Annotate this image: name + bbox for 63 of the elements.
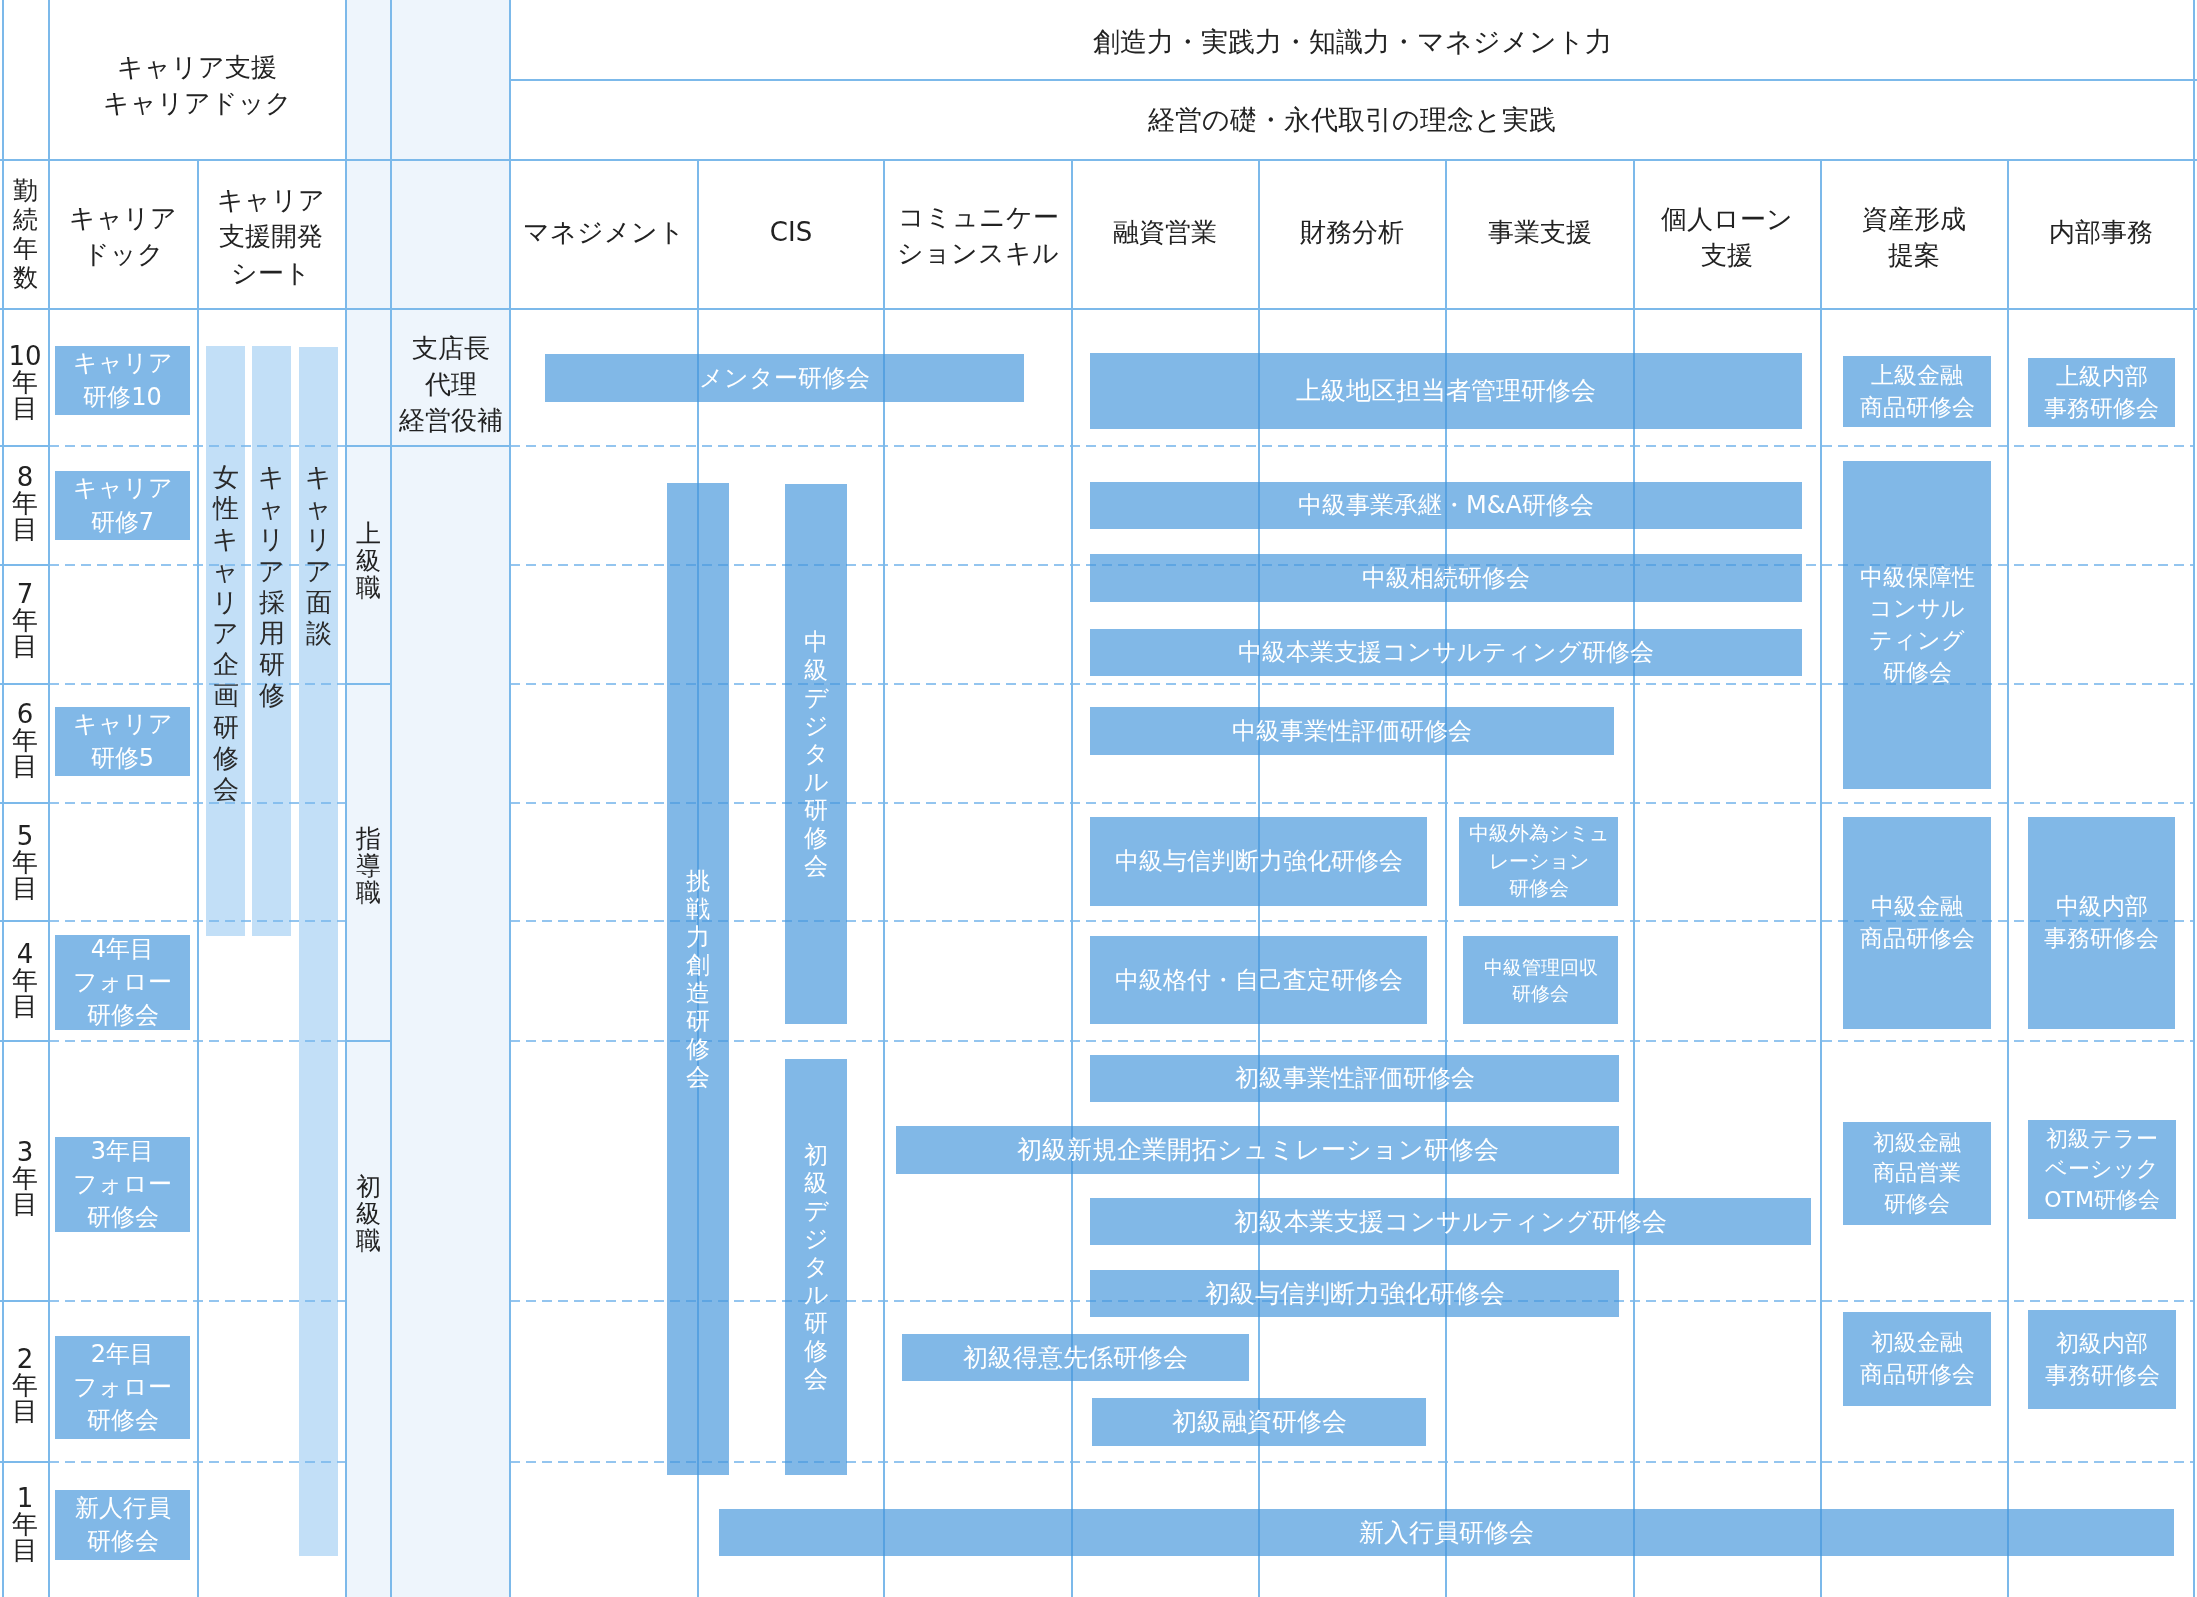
course-bar: 中級与信判断力強化研修会 bbox=[1090, 817, 1427, 906]
column-header: マネジメント bbox=[523, 217, 685, 249]
column-header: 内部事務 bbox=[2049, 217, 2153, 249]
course-bar: 中級事業性評価研修会 bbox=[1090, 707, 1614, 755]
course-bar: 初級内部事務研修会 bbox=[2028, 1310, 2176, 1409]
course-bar: 上級内部事務研修会 bbox=[2028, 358, 2175, 427]
course-bar: 中級本業支援コンサルティング研修会 bbox=[1090, 629, 1802, 676]
course-bar: キャリア研修5 bbox=[55, 707, 190, 776]
column-header: 財務分析 bbox=[1300, 217, 1404, 249]
column-header: 勤続年数 bbox=[12, 176, 38, 292]
course-bar: 初級金融商品営業研修会 bbox=[1843, 1122, 1991, 1225]
year-label: 1年目 bbox=[12, 1485, 38, 1563]
course-bar: 中級事業承継・M&A研修会 bbox=[1090, 482, 1802, 529]
course-bar: 中級管理回収研修会 bbox=[1463, 936, 1618, 1024]
course-bar: メンター研修会 bbox=[545, 354, 1024, 402]
grade-label: 指導職 bbox=[355, 824, 381, 906]
course-bar: 初級融資研修会 bbox=[1092, 1398, 1426, 1446]
program-bar: 女性キャリア企画研修会 bbox=[206, 346, 245, 936]
course-bar: 初級事業性評価研修会 bbox=[1090, 1055, 1619, 1102]
course-bar: 中級デジタル研修会 bbox=[785, 484, 847, 1024]
column-header: キャリアドック bbox=[69, 201, 177, 271]
course-bar: 初級デジタル研修会 bbox=[785, 1059, 847, 1475]
column-header: コミュニケーションスキル bbox=[897, 200, 1059, 270]
course-bar: キャリア研修7 bbox=[55, 471, 190, 540]
course-bar: 4年目フォロー研修会 bbox=[55, 935, 190, 1030]
course-bar: 初級金融商品研修会 bbox=[1843, 1312, 1991, 1406]
course-bar: キャリア研修10 bbox=[55, 346, 190, 415]
column-header: 事業支援 bbox=[1488, 217, 1592, 249]
course-bar: 上級金融商品研修会 bbox=[1843, 356, 1991, 427]
course-bar: 中級保障性コンサルティング研修会 bbox=[1843, 461, 1991, 789]
column-header: CIS bbox=[769, 217, 813, 249]
course-bar: 中級内部事務研修会 bbox=[2028, 817, 2175, 1029]
course-bar: 2年目フォロー研修会 bbox=[55, 1336, 190, 1439]
position-label: 支店長代理経営役補 bbox=[399, 332, 503, 437]
section-heading: キャリア支援キャリアドック bbox=[102, 50, 292, 120]
course-bar: 初級本業支援コンサルティング研修会 bbox=[1090, 1198, 1811, 1245]
course-bar: 中級外為シミュレーション研修会 bbox=[1459, 817, 1618, 906]
year-label: 8年目 bbox=[12, 464, 38, 542]
section-heading: 経営の礎・永代取引の理念と実践 bbox=[1148, 103, 1556, 137]
course-bar: 上級地区担当者管理研修会 bbox=[1090, 353, 1802, 429]
program-bar: キャリア採用研修 bbox=[252, 346, 291, 936]
course-bar: 初級与信判断力強化研修会 bbox=[1090, 1270, 1619, 1317]
course-bar: 初級テラーベーシックOTM研修会 bbox=[2028, 1120, 2176, 1219]
column-header: 融資営業 bbox=[1113, 217, 1217, 249]
course-bar: 新人行員研修会 bbox=[55, 1490, 190, 1560]
course-bar: 新入行員研修会 bbox=[719, 1509, 2174, 1556]
year-label: 5年目 bbox=[12, 823, 38, 901]
section-heading: 創造力・実践力・知識力・マネジメント力 bbox=[1092, 25, 1612, 59]
program-bar: キャリア面談 bbox=[299, 347, 338, 1556]
year-label: 10年目 bbox=[8, 343, 42, 421]
course-bar: 中級相続研修会 bbox=[1090, 554, 1802, 602]
course-bar: 初級得意先係研修会 bbox=[902, 1334, 1249, 1381]
course-bar: 中級格付・自己査定研修会 bbox=[1090, 936, 1427, 1024]
course-bar: 初級新規企業開拓シュミレーション研修会 bbox=[896, 1126, 1619, 1174]
column-header: 資産形成提案 bbox=[1862, 202, 1966, 272]
year-label: 7年目 bbox=[12, 581, 38, 659]
course-bar: 挑戦力創造研修会 bbox=[667, 483, 729, 1475]
course-bar: 3年目フォロー研修会 bbox=[55, 1137, 190, 1232]
column-header: キャリア支援開発シート bbox=[217, 184, 325, 291]
course-bar: 中級金融商品研修会 bbox=[1843, 817, 1991, 1029]
grade-label: 上級職 bbox=[355, 519, 381, 601]
year-label: 2年目 bbox=[12, 1346, 38, 1424]
column-header: 個人ローン支援 bbox=[1661, 202, 1793, 272]
